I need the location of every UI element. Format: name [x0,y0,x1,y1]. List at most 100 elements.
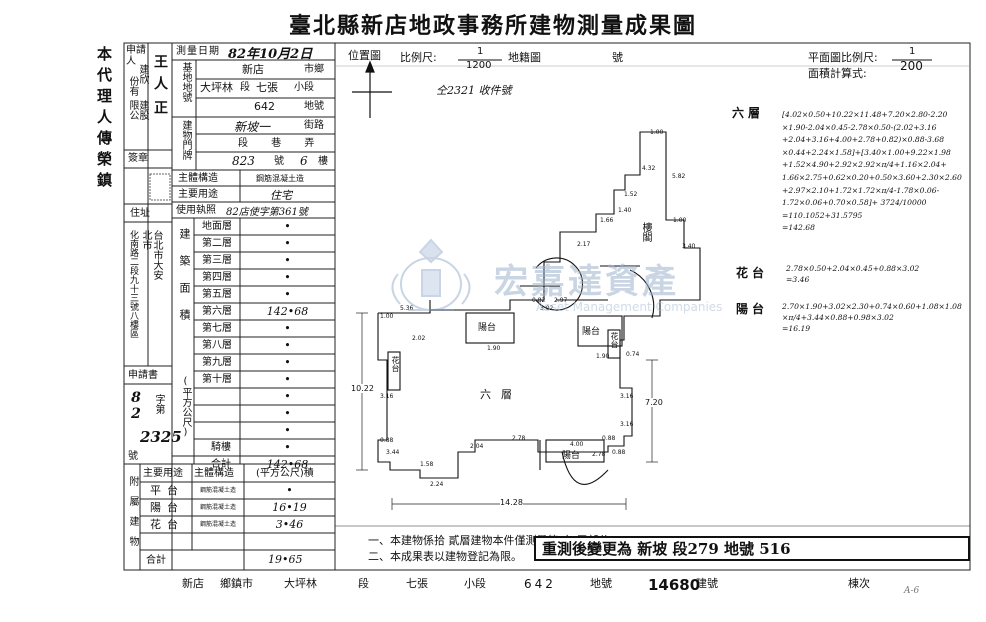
company-line-2: 份有 [127,76,138,96]
calc-line: =142.68 [782,223,815,233]
receipt-number: 仝2321 收件號 [436,84,512,97]
calc-line: [4.02×0.50+10.22×11.48+7.20×2.80-2.20 [782,110,948,119]
applicant-name-1: 王 [152,54,168,68]
floor-name: 騎樓 [211,442,231,453]
floor-area-value: • [284,339,291,352]
sixth-floor-calc-label: 六層 [732,106,765,120]
footer-subsection-unit: 小段 [464,577,486,590]
floor-name: 合計 [211,459,231,470]
annex-use: 陽台 [150,501,184,514]
floor-area-value: • [284,288,291,301]
scale-numerator: 1 [477,46,484,57]
plan-balcony-1: 陽台 [478,323,497,333]
page-title: 臺北縣新店地政事務所建物測量成果圖 [288,14,697,39]
svg-text:3.16: 3.16 [620,393,634,400]
annex-structure: 鋼筋混凝土造 [199,521,236,528]
agent-side-label: 本代理人傳榮鎮 [95,46,113,193]
watermark-crest-icon [391,238,471,311]
floor-name: 第四層 [202,272,232,283]
svg-text:5.36: 5.36 [400,305,414,312]
calc-line: 2.70×1.90+3.02×2.30+0.74×0.60+1.08×1.08 [782,302,962,311]
svg-text:2.78: 2.78 [592,451,606,458]
calc-line: =110.1052+31.5795 [782,210,863,220]
svg-text:3.16: 3.16 [380,393,394,400]
footer-section-unit: 段 [358,577,369,590]
application-suffix: 號 [128,451,138,462]
calc-line: 2.78×0.50+2.04×0.45+0.88×3.02 [786,264,920,273]
application-label: 申請書 [128,370,158,381]
footer-sheet-label: 棟次 [848,577,870,590]
annex-label: 附屬建物 [127,476,138,556]
scale-denominator: 1200 [466,60,492,71]
floor-area-label: 建築面積 [178,228,191,336]
main-use-label: 主要用途 [178,189,218,200]
floor-area-value: • [284,390,291,403]
stamp-remeasure: 重測後變更為 新坡 段279 地號 516 [534,536,970,561]
annex-area: 3•46 [275,518,304,531]
plan-flower-2: 花台 [610,332,619,348]
floor-name: 第六層 [202,306,232,317]
svg-text:1.90: 1.90 [487,345,501,352]
floor-area-value: • [284,441,291,454]
floor-name: 第八層 [202,340,232,351]
svg-text:1.00: 1.00 [673,217,687,224]
base-lot-label: 基地地號 [180,62,191,102]
township-value: 新店 [242,63,264,76]
address-line-2: 北市 [140,230,151,250]
footer-corner-mark: A-6 [904,586,920,596]
address-line-1: 台北市大安 [151,230,162,280]
subsection-value: 七張 [256,81,278,94]
area-formula-label: 面積計算式: [808,67,867,80]
plan-stair-label: 樓閣 [640,222,651,242]
annex-header-use: 主要用途 [143,468,183,479]
applicant-header: 申請人 [126,45,146,67]
watermark-subtext: Asset Management Companies [536,300,723,314]
flower-calc-label: 花台 [736,266,769,280]
main-structure-label: 主體構造 [178,173,218,184]
street-unit: 街路 [304,120,324,131]
floor-area-value: • [284,407,291,420]
calc-line: ×0.44+2.24×1.58]+[3.40×1.00+9.22×1.98 [782,147,951,157]
door-plate-label: 建物門牌 [180,120,191,160]
annex-area: 16•19 [272,501,307,514]
svg-text:2.97: 2.97 [554,297,568,304]
annex-structure: 鋼筋混凝土造 [199,487,236,494]
svg-text:0.88: 0.88 [612,449,626,456]
door-number: 823 [232,154,255,168]
calc-line: +1.52×4.90+2.92×2.92×π/4+1.16×2.04+ [782,160,947,170]
floor-area-value: 142•68 [266,458,309,471]
calc-line: =3.46 [786,275,810,284]
watermark-text: 宏嘉達資產 [494,262,679,302]
floor-area-value: • [284,254,291,267]
svg-text:1.52: 1.52 [624,191,638,198]
annex-header-area: (平方公尺)積 [256,468,314,479]
footer-section: 大坪林 [284,577,317,590]
door-number-unit: 號 [274,156,284,167]
floor-area-value: • [284,356,291,369]
lot-unit: 地號 [304,101,324,112]
calc-line: +2.97×2.10+1.72×1.72×π/4-1.78×0.06- [782,185,940,195]
application-char: 字第 [153,394,164,414]
svg-text:2.17: 2.17 [577,241,591,248]
plan-floor-label: 六層 [480,388,522,401]
balcony-calc-label: 陽台 [736,302,769,316]
floor-area-value: • [284,373,291,386]
calc-line: ×π/4+3.44×0.88+0.98×3.02 [782,313,894,322]
unit-label: (平方公尺) [180,376,191,438]
footer-lot-unit: 地號 [590,577,612,590]
floor-name: 第三層 [202,255,232,266]
township-unit: 市鄉 [304,64,324,75]
svg-text:1.90: 1.90 [596,353,610,360]
annex-structure: 鋼筋混凝土造 [199,504,236,511]
svg-text:3.40: 3.40 [682,243,696,250]
application-year: 82 [128,390,144,422]
plan-scale-denominator: 200 [900,59,923,73]
svg-text:2.02: 2.02 [412,335,426,342]
calc-line: 1.72×0.06+0.70×0.58]+ 3724/10000 [782,198,927,208]
footer-building-unit: 建號 [696,577,718,590]
floor-name [196,388,238,405]
plan-flower-1: 花台 [391,356,400,372]
calc-line: =16.19 [782,324,811,333]
svg-text:5.82: 5.82 [672,173,686,180]
